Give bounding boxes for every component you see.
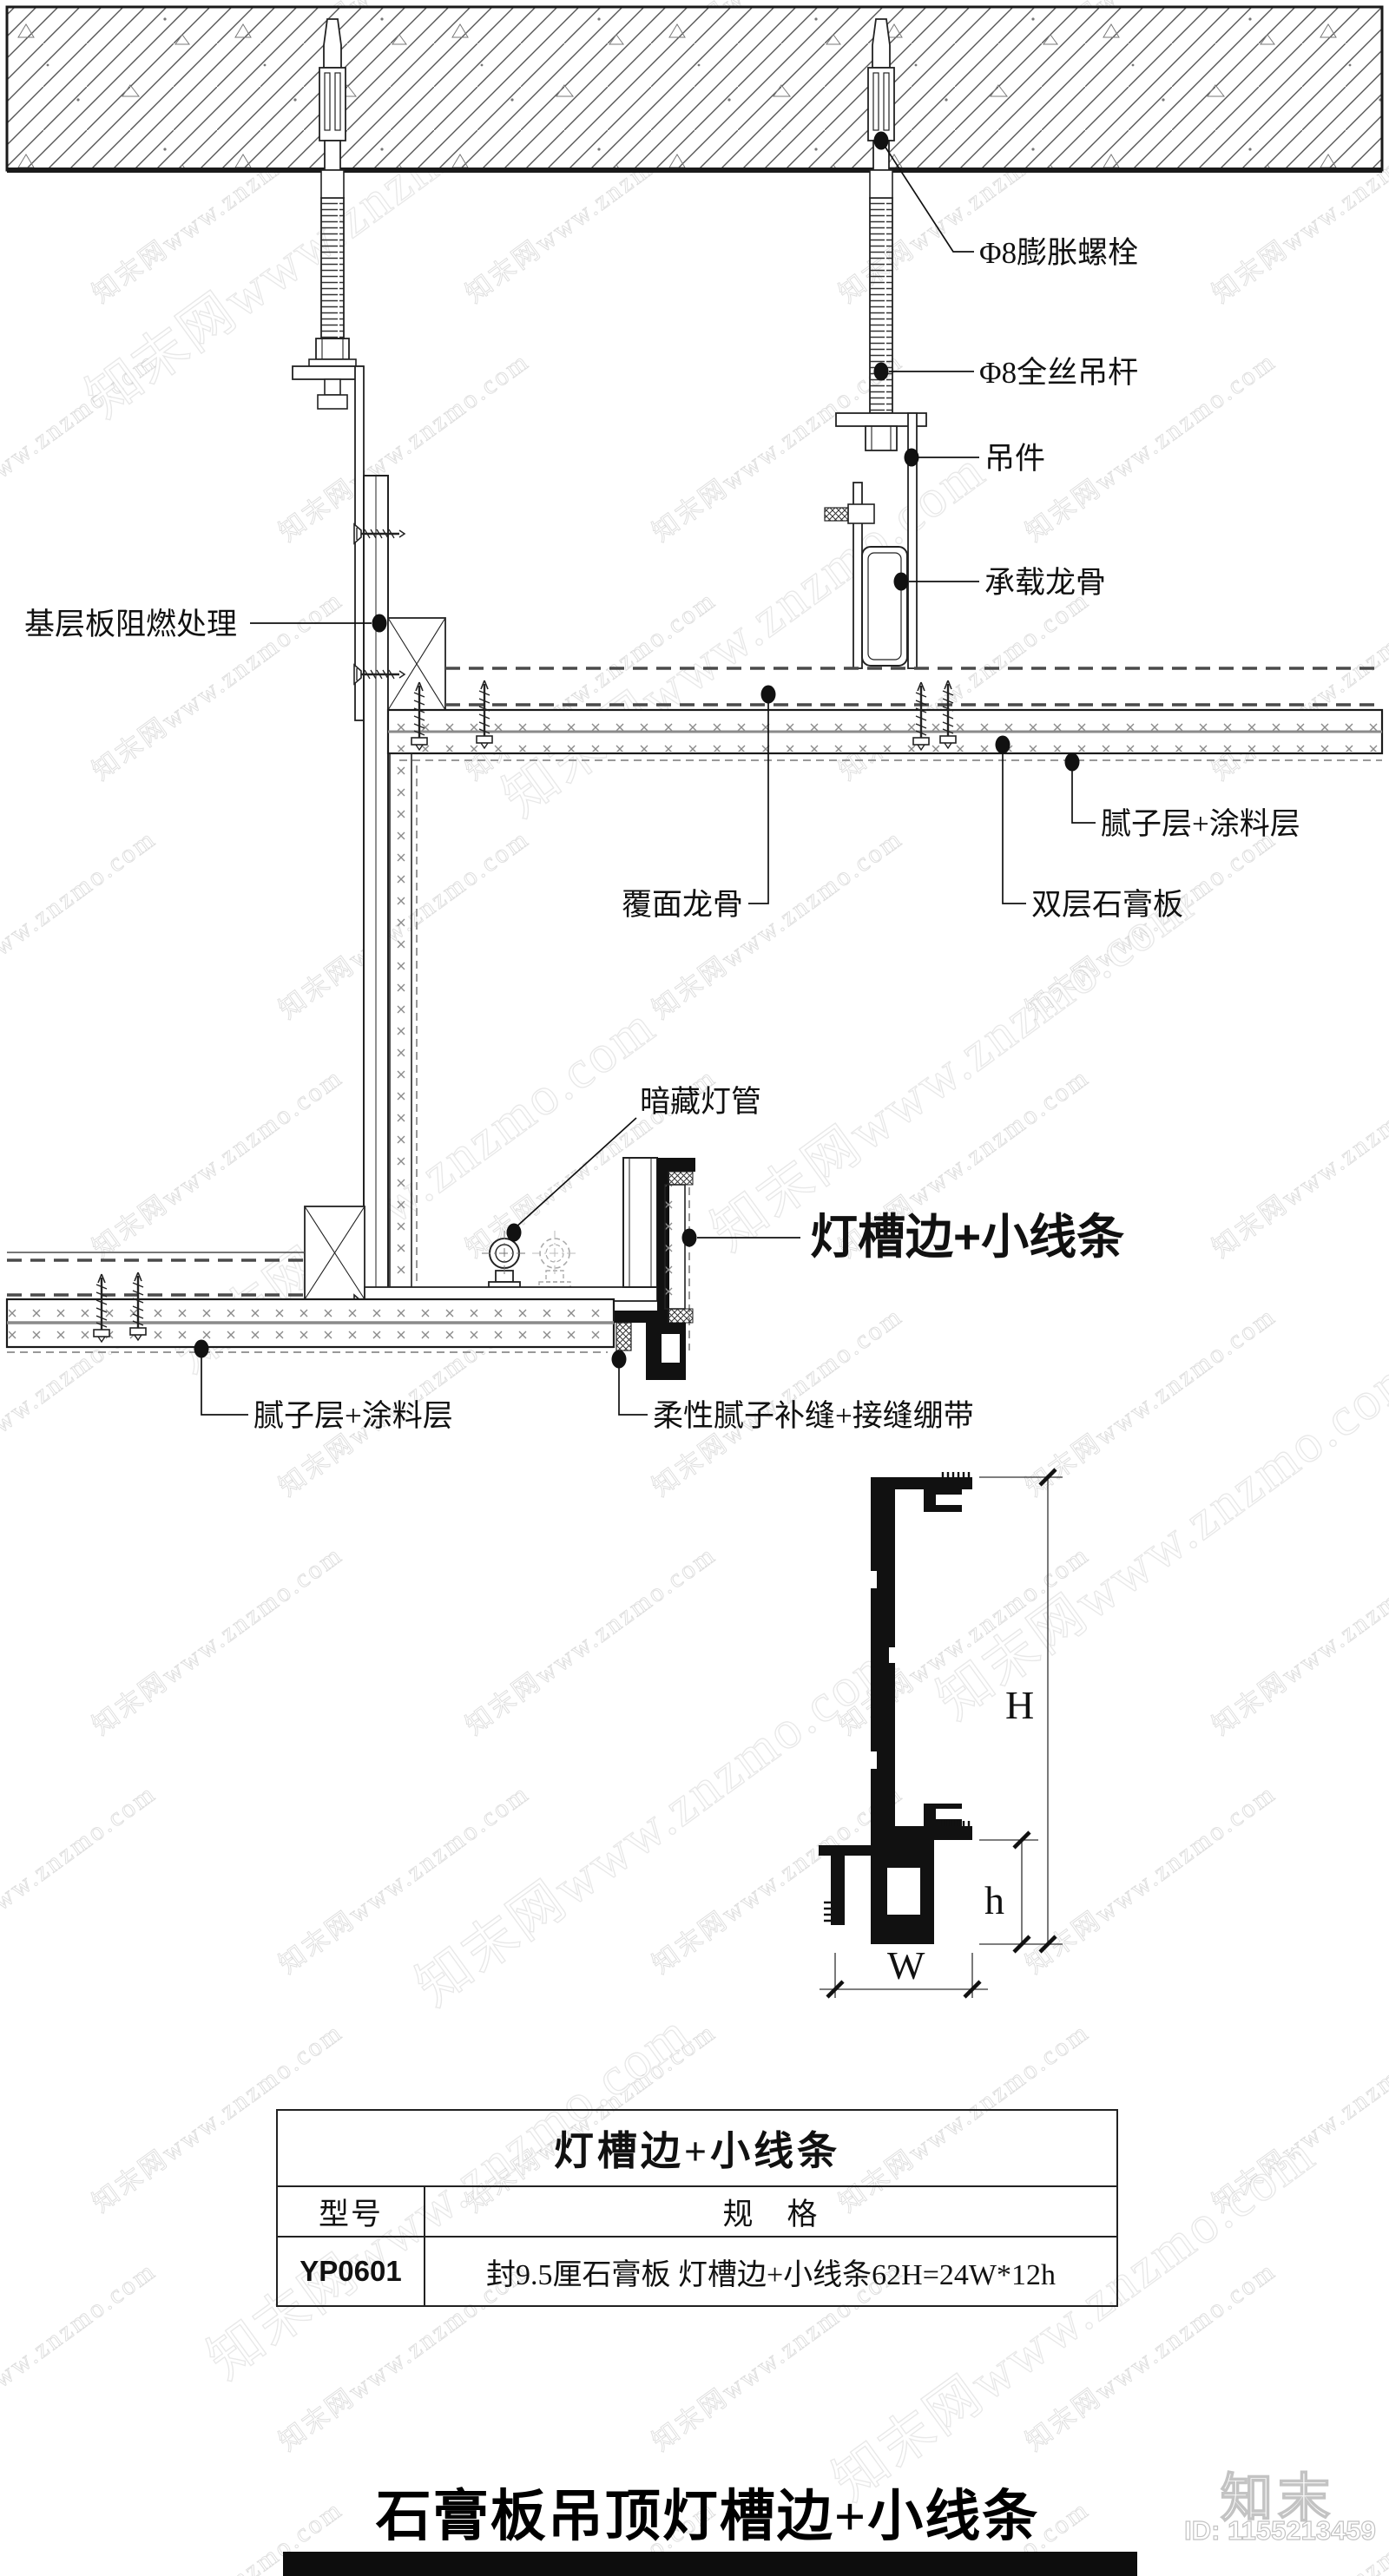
leader-putty-bottom [201, 1356, 248, 1416]
label-putty-bottom: 腻子层+涂料层 [253, 1399, 453, 1433]
spec-model-value: YP0601 [278, 2238, 425, 2305]
blocking-upper [387, 617, 446, 711]
label-base-board: 基层板阻燃处理 [24, 608, 237, 641]
leader-flex-putty [618, 1368, 648, 1416]
label-furring-keel: 覆面龙骨 [622, 888, 743, 922]
cove-fascia-panel [622, 1157, 658, 1288]
znzmo-id: ID: 1155213459 [1184, 2514, 1377, 2546]
profile-detail [819, 1472, 972, 1944]
leader-hidden-lamp [513, 1117, 637, 1230]
base-board [363, 475, 389, 1300]
hanger-fitting [824, 412, 927, 669]
carrier-channel [861, 546, 908, 667]
leader-double-gypsum [1002, 752, 1026, 904]
label-hidden-lamp: 暗藏灯管 [640, 1085, 761, 1119]
profile-dimensions: H h W [820, 1469, 1063, 1998]
lamp-ghost [532, 1231, 577, 1288]
label-putty-top: 腻子层+涂料层 [1101, 807, 1300, 841]
cove-step-strip [389, 752, 418, 1288]
label-hanger: 吊件 [984, 442, 1045, 476]
concrete-slab [5, 5, 1384, 173]
sheet-title: 石膏板吊顶灯槽边+小线条 [375, 2486, 1040, 2547]
spec-row: YP0601 封9.5厘石膏板 灯槽边+小线条62H=24W*12h [278, 2238, 1116, 2305]
spec-col-spec: 规 格 [722, 2197, 820, 2231]
ceiling-lower [5, 1252, 616, 1353]
znzmo-logo: 知末 [1220, 2469, 1335, 2528]
dim-H: H [1005, 1683, 1034, 1727]
trough-edge-profile-section [597, 1158, 695, 1380]
hanger-bracket-left [292, 365, 365, 721]
label-double-gypsum: 双层石膏板 [1031, 888, 1183, 922]
lamp [482, 1231, 527, 1288]
blocking-lower [304, 1206, 365, 1300]
label-anchor-bolt: Φ8膨胀螺栓 [979, 236, 1138, 270]
spec-spec-value: 封9.5厘石膏板 灯槽边+小线条62H=24W*12h [486, 2258, 1056, 2291]
spec-col-model: 型号 [278, 2187, 425, 2236]
spec-table-title: 灯槽边+小线条 [278, 2111, 1116, 2187]
footer-bar [283, 2552, 1137, 2576]
dim-h: h [984, 1878, 1004, 1922]
leader-furring [748, 701, 769, 904]
leader-anchor-bolt [880, 140, 974, 253]
threaded-rod-left [308, 169, 357, 367]
ceiling-upper [386, 667, 1384, 761]
dim-W: W [887, 1943, 925, 1988]
spec-table: 灯槽边+小线条 型号 规 格 YP0601 封9.5厘石膏板 灯槽边+小线条62… [276, 2109, 1118, 2307]
label-carrier-keel: 承载龙骨 [984, 566, 1106, 600]
label-hanger-rod: Φ8全丝吊杆 [979, 356, 1138, 390]
label-trough-edge: 灯槽边+小线条 [810, 1210, 1124, 1264]
leader-putty-top [1071, 769, 1096, 824]
label-flex-putty: 柔性腻子补缝+接缝绷带 [653, 1399, 974, 1433]
